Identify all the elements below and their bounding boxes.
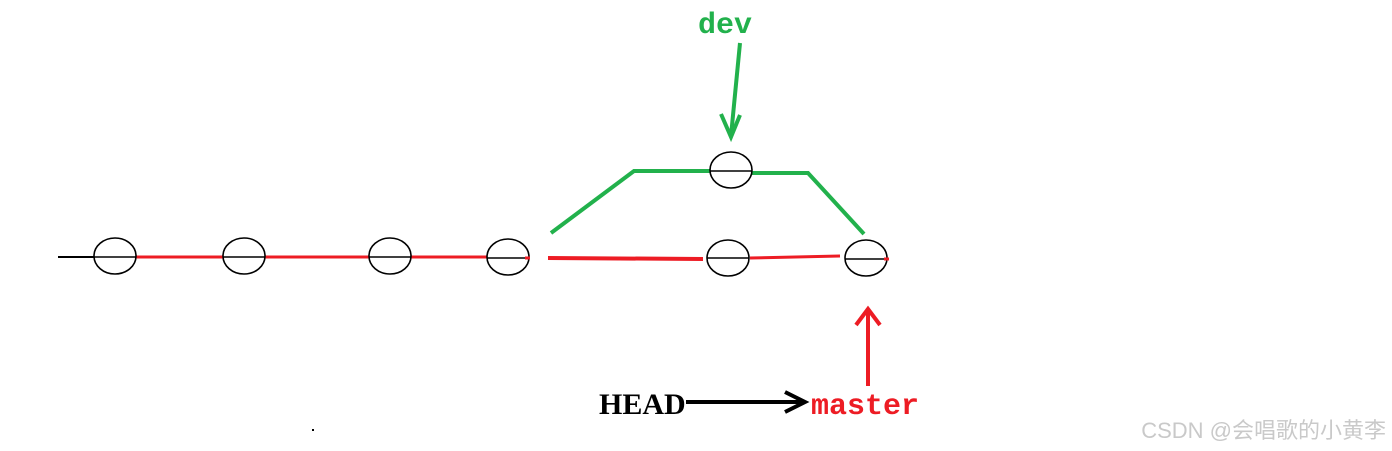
dev-pointer-arrow [719, 42, 742, 143]
commit-node [486, 238, 530, 276]
commit-node [706, 239, 750, 277]
master-branch-label: master [811, 390, 919, 424]
head-pointer-arrow [686, 390, 810, 414]
commit-node-master-head [844, 239, 889, 277]
stray-dot [312, 429, 314, 431]
dev-branch-line [752, 171, 866, 236]
watermark-text: CSDN @会唱歌的小黄李 [1141, 418, 1386, 443]
commit-node [368, 237, 412, 275]
dev-branch-line [549, 169, 710, 235]
master-line-segment [749, 254, 841, 260]
commit-node [222, 237, 266, 275]
master-pointer-arrow [854, 305, 882, 386]
master-branch-line [58, 254, 841, 261]
head-label: HEAD [599, 388, 686, 421]
commit-node [93, 237, 137, 275]
dev-branch-label: dev [698, 9, 752, 43]
master-line-segment [547, 256, 704, 261]
commit-node-dev-head [709, 151, 753, 189]
